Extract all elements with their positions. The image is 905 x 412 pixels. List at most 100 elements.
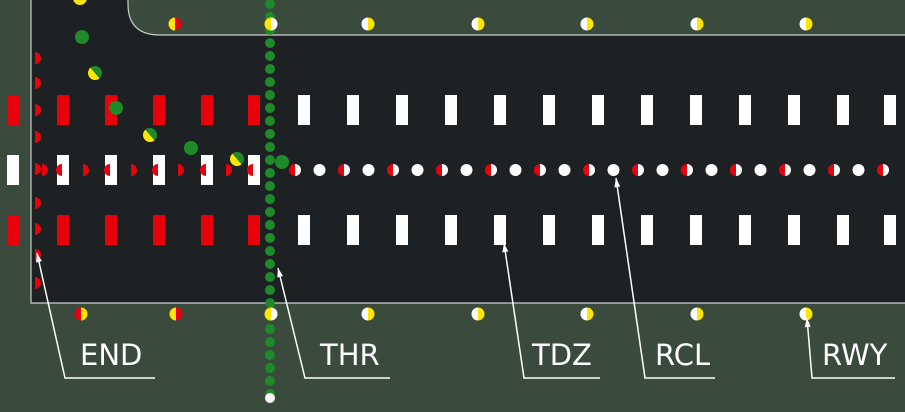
edge-light-half [587,307,594,321]
edge-light [690,307,704,321]
end-light [200,164,206,176]
centerline-light [779,164,791,176]
callout-label-rwy: RWY [822,338,888,372]
threshold-light [265,285,270,295]
threshold-light [265,337,270,347]
tdz-bar [592,95,604,125]
threshold-light [265,38,270,48]
centerline-light [754,164,767,176]
edge-light-half [169,307,176,321]
runway-markings [7,95,896,245]
tdz-bar [641,215,653,245]
threshold-light [265,103,270,113]
tdz-bar [396,215,408,245]
threshold-light [270,220,275,230]
edge-light-half [690,17,697,31]
threshold-light [265,220,270,230]
edge-light [471,17,485,31]
taxi-light-half [90,66,102,79]
taxi-light [109,101,123,115]
callout-arrowhead-shape [502,243,509,253]
edge-light-half [264,17,271,31]
end-light [35,197,41,209]
tdz-bar [445,95,457,125]
centerline-light [681,164,693,176]
threshold-light [270,77,275,87]
centerline-light-half [589,164,595,176]
callout-arrowhead [502,243,509,253]
centerline-light [289,164,301,176]
red-bar [201,95,213,125]
centerline-light [558,164,571,176]
callout-arrowhead [614,178,621,188]
edge-light [264,17,278,31]
edge-light-half [478,17,485,31]
centerline-light [828,164,840,176]
threshold-light [270,298,275,308]
white-bar [105,155,117,185]
end-light [178,164,184,176]
threshold-light [270,51,275,61]
callout-line [277,267,390,379]
threshold-light [265,272,270,282]
threshold-light [265,142,270,152]
centerline-light-half [534,164,540,176]
pavement [30,0,905,304]
edge-light-half [587,17,594,31]
edge-light [361,17,375,31]
end-light [83,164,89,176]
edge-light [264,307,278,321]
callout-arrowhead-shape [36,253,42,263]
tdz-bar [884,215,896,245]
tdz-bar [347,215,359,245]
tdz-bar [543,215,555,245]
centerline-light [362,164,375,176]
threshold-light [265,64,270,74]
threshold-light [265,246,270,256]
taxi-light [88,66,102,80]
end-light [35,277,41,289]
threshold-light [270,194,275,204]
end-light [35,104,41,116]
tdz-bar [396,95,408,125]
taxi-light [75,30,89,44]
centerline-light-half [295,164,301,176]
threshold-light [265,259,270,269]
edge-light [74,307,88,321]
threshold-light [270,0,275,9]
threshold-light [270,168,275,178]
centerline-light [656,164,669,176]
taxi-light-half [73,0,80,5]
centerline-light-half [491,164,497,176]
callout-lines [36,177,895,379]
centerline-light-half [883,164,889,176]
threshold-light [265,194,270,204]
red-bar [7,95,19,125]
threshold-light [270,64,275,74]
tdz-bar [788,95,800,125]
tdz-bar [837,95,849,125]
threshold-light [270,259,275,269]
centerline-light-half [687,164,693,176]
callout-arrowhead-shape [614,178,621,188]
centerline-light [460,164,473,176]
red-bar [57,95,69,125]
callout-line [806,317,895,379]
centerline-light [632,164,644,176]
red-bar [57,215,69,245]
threshold-light [270,207,275,217]
taxi-light [143,128,157,142]
tdz-bar [592,215,604,245]
centerline-light-half [387,164,393,176]
tdz-bar [884,95,896,125]
threshold-light [265,129,270,139]
taxiway-edge-line [127,0,905,36]
callout-arrowhead-shape [277,268,284,278]
white-bar [153,155,165,185]
tdz-bar [347,95,359,125]
tdz-bar [739,215,751,245]
tdz-bar [445,215,457,245]
centerline-light [730,164,742,176]
threshold-light [265,168,270,178]
